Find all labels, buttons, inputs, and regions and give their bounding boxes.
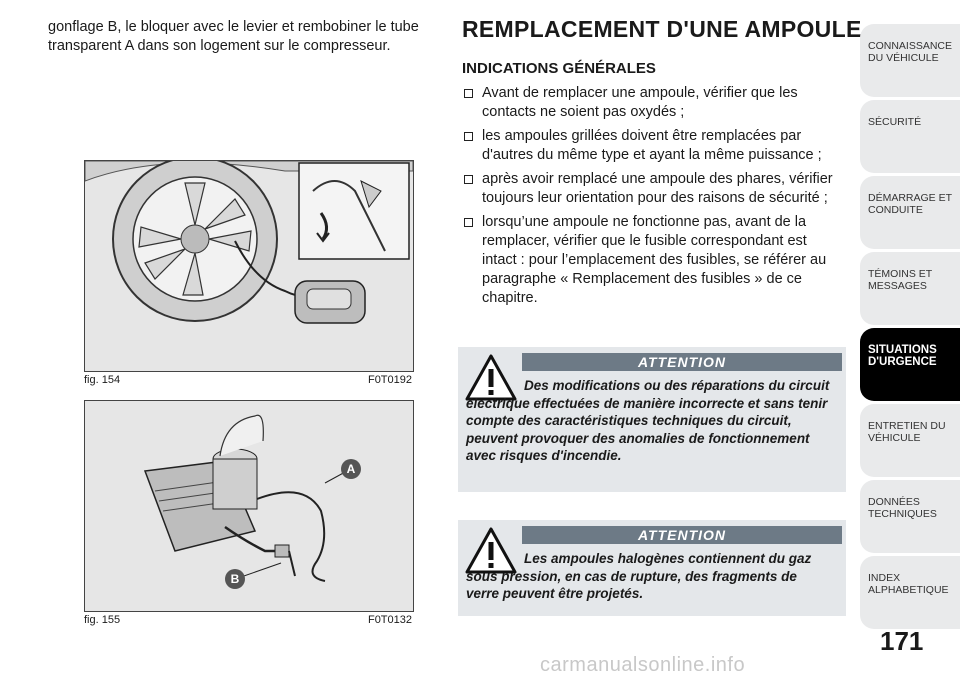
figure-155-illustration: A B [84, 400, 414, 612]
figure-154-illustration [84, 160, 414, 372]
page-number: 171 [880, 626, 924, 656]
figure-label: fig. 155 [84, 614, 121, 626]
instruction-list: Avant de remplacer une ampoule, vérifier… [462, 84, 842, 313]
warning-text: Des modifications ou des réparations du … [466, 378, 830, 463]
figure-code: F0T0192 [367, 374, 412, 386]
figure-154-caption: fig. 154 F0T0192 [84, 374, 412, 386]
tab-index-alphabetique[interactable]: INDEX ALPHABETIQUE [860, 556, 960, 629]
tyre-compressor-drawing [85, 161, 413, 371]
watermark-text: carmanualsonline.info [540, 654, 746, 676]
intro-paragraph: gonflage B, le bloquer avec le levier et… [48, 19, 419, 54]
figure-code: F0T0132 [367, 614, 412, 626]
figure-155-caption: fig. 155 F0T0132 [84, 614, 412, 626]
warning-triangle-icon [465, 527, 517, 574]
bullet-square-icon [464, 218, 473, 227]
bullet-square-icon [464, 132, 473, 141]
list-item: lorsqu’une ampoule ne fonctionne pas, av… [462, 213, 842, 308]
section-subtitle: INDICATIONS GÉNÉRALES [462, 60, 656, 77]
tab-situations-urgence[interactable]: SITUATIONS D'URGENCE [860, 328, 960, 401]
tab-demarrage-conduite[interactable]: DÉMARRAGE ET CONDUITE [860, 176, 960, 249]
tab-connaissance-vehicule[interactable]: CONNAISSANCE DU VÉHICULE [860, 24, 960, 97]
tab-entretien-vehicule[interactable]: ENTRETIEN DU VÉHICULE [860, 404, 960, 477]
warning-text: Les ampoules halogènes contiennent du ga… [466, 551, 812, 601]
tab-donnees-techniques[interactable]: DONNÉES TECHNIQUES [860, 480, 960, 553]
bullet-square-icon [464, 89, 473, 98]
warning-triangle-icon [465, 354, 517, 401]
bullet-square-icon [464, 175, 473, 184]
list-item: les ampoules grillées doivent être rempl… [462, 127, 842, 165]
tab-securite[interactable]: SÉCURITÉ [860, 100, 960, 173]
callout-a: A [347, 462, 356, 476]
section-title: REMPLACEMENT D'UNE AMPOULE [462, 16, 862, 42]
tab-temoins-messages[interactable]: TÉMOINS ET MESSAGES [860, 252, 960, 325]
list-item: Avant de remplacer une ampoule, vérifier… [462, 84, 842, 122]
callout-b: B [231, 572, 240, 586]
warning-box-electrical: ATTENTION Des modifications ou des répar… [458, 347, 846, 492]
figure-label: fig. 154 [84, 374, 121, 386]
warning-box-halogen: ATTENTION Les ampoules halogènes contien… [458, 520, 846, 616]
warning-heading: ATTENTION [522, 353, 842, 371]
compressor-hose-drawing: A B [85, 401, 413, 611]
list-item: après avoir remplacé une ampoule des pha… [462, 170, 842, 208]
warning-heading: ATTENTION [522, 526, 842, 544]
